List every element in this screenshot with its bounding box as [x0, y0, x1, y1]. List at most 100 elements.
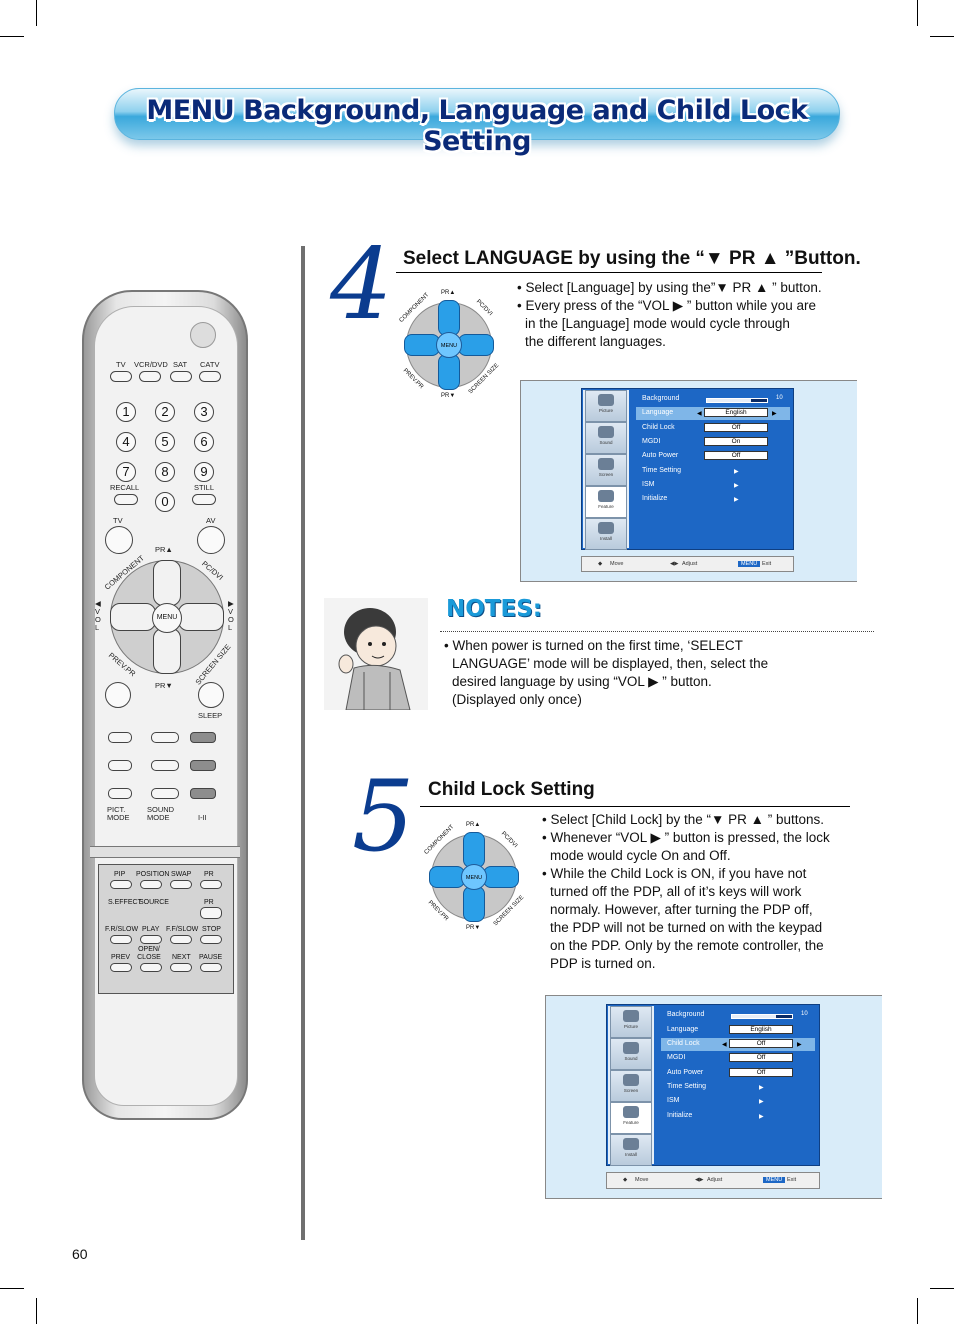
adjust-icon: ◀▶ [670, 561, 679, 567]
remote-button [151, 760, 179, 771]
source-label: SOURCE [139, 899, 169, 906]
remote-button [151, 788, 179, 799]
pr-up-panel-label: PR [204, 871, 214, 878]
play-label: PLAY [142, 926, 160, 933]
stop-label: STOP [202, 926, 221, 933]
still-label: STILL [194, 483, 215, 492]
remote-panel-button [110, 963, 132, 972]
feature-icon: Feature [585, 486, 627, 518]
move-icon: ◆ [623, 1177, 628, 1183]
right-arrow-icon: ▶ [734, 483, 739, 489]
sound-mode-label: SOUND MODE [147, 805, 175, 822]
right-arrow-icon: ▶ [759, 1085, 764, 1091]
digit-1-button: 1 [116, 402, 136, 422]
power-button [190, 322, 216, 348]
page-title: MENU Background, Language and Child Lock… [146, 95, 808, 157]
remote-panel-button [200, 907, 222, 919]
av-label: AV [206, 516, 216, 525]
dpad-diagram-step5: MENU [419, 822, 529, 932]
pr-down-panel-label: PR [204, 899, 214, 906]
dpad-menu: MENU [436, 332, 462, 358]
osd-autopower-value: Off [729, 1068, 793, 1077]
install-icon: Install [585, 518, 627, 550]
picture-icon: Picture [585, 390, 627, 422]
osd-footer-step5: ◆ Move ◀▶ Adjust MENU Exit [606, 1172, 820, 1189]
footer-adjust: Adjust [682, 561, 698, 567]
step-5-number: 5 [352, 760, 415, 874]
remote-button [108, 788, 132, 799]
crop-mark [917, 1298, 918, 1324]
remote-panel-button [170, 880, 192, 889]
notes-boy-illustration [324, 598, 428, 710]
osd-background-slider-fill [732, 1015, 776, 1018]
step-5-line: mode would cycle On and Off. [550, 848, 731, 863]
dpad-arm-left [404, 334, 440, 356]
footer-menu: MENU [738, 561, 761, 567]
remote-button [151, 732, 179, 743]
dpad-menu: MENU [461, 864, 487, 890]
ff-slow-label: F.F/SLOW [166, 926, 199, 933]
digit-6-button: 6 [194, 432, 214, 452]
remote-button [190, 760, 216, 771]
footer-adjust: Adjust [707, 1177, 723, 1183]
osd-background-value: 10 [801, 1011, 808, 1017]
dpad-arm-down [463, 886, 485, 922]
seffect-label: S.EFFECT [108, 899, 142, 906]
footer-move: Move [610, 561, 624, 567]
step-5-line: turned off the PDP, all of it’s keys wil… [550, 884, 802, 899]
dpad-arm-right [458, 334, 494, 356]
step-5-text: • Select [Child Lock] by the “▼ PR ▲ ” b… [542, 811, 852, 973]
notes-dotted-rule [440, 631, 874, 632]
right-arrow-icon: ▶ [772, 411, 777, 417]
dpad-arm-up [463, 832, 485, 868]
footer-menu: MENU [763, 1177, 786, 1183]
dpad-arm-down [438, 354, 460, 390]
pr-up-label: PR▲ [155, 545, 173, 554]
sound-icon: Sound [585, 422, 627, 454]
step-4-rule [396, 272, 822, 273]
picture-icon: Picture [610, 1006, 652, 1038]
pict-mode-label: PICT. MODE [107, 805, 130, 822]
install-icon: Install [610, 1134, 652, 1166]
step-4-text: • Select [Language] by using the”▼ PR ▲ … [517, 279, 837, 351]
notes-line: (Displayed only once) [452, 692, 582, 707]
vcr-source-button [139, 371, 161, 382]
osd-footer-step4: ◆ Move ◀▶ Adjust MENU Exit [581, 556, 794, 572]
step-5-line: • Whenever “VOL ▶ ” button is pressed, t… [542, 830, 830, 845]
digit-2-button: 2 [155, 402, 175, 422]
mute-button [105, 682, 131, 708]
sleep-label: SLEEP [198, 711, 223, 720]
crop-mark [36, 1298, 37, 1324]
screen-icon: Screen [585, 454, 627, 486]
step-5-line: PDP is turned on. [550, 956, 656, 971]
right-arrow-icon: ▶ [759, 1099, 764, 1105]
right-arrow-icon: ▶ [759, 1114, 764, 1120]
step-5-line: the PDP will not be turned on with the k… [550, 920, 823, 935]
step-4-heading: Select LANGUAGE by using the “▼ PR ▲ ”Bu… [403, 248, 861, 269]
remote-panel-button [140, 880, 162, 889]
pause-label: PAUSE [199, 954, 223, 961]
remote-button [108, 732, 132, 743]
step-5-line: normaly. However, after turning the PDP … [550, 902, 813, 917]
step-4-line: • Every press of the “VOL ▶ ” button whi… [517, 298, 816, 313]
osd-mgdi-value: On [704, 437, 768, 446]
remote-dpad-up [153, 560, 181, 606]
digit-4-button: 4 [116, 432, 136, 452]
remote-panel-button [170, 963, 192, 972]
crop-mark [930, 36, 954, 37]
digit-8-button: 8 [155, 462, 175, 482]
swap-label: SWAP [171, 871, 192, 878]
screen-icon: Screen [610, 1070, 652, 1102]
open-close-label: OPEN/ CLOSE [137, 946, 161, 961]
remote-dpad-down [153, 628, 181, 674]
adjust-icon: ◀▶ [695, 1177, 704, 1183]
footer-move: Move [635, 1177, 649, 1183]
step-4-line: • Select [Language] by using the”▼ PR ▲ … [517, 280, 822, 295]
right-arrow-icon: ▶ [797, 1042, 802, 1048]
tv-source-button [110, 371, 132, 382]
sleep-button [198, 682, 224, 708]
pip-label: PIP [114, 871, 126, 878]
divider-line [301, 246, 305, 1240]
step-5-rule [420, 806, 850, 807]
remote-panel-button [140, 963, 162, 972]
